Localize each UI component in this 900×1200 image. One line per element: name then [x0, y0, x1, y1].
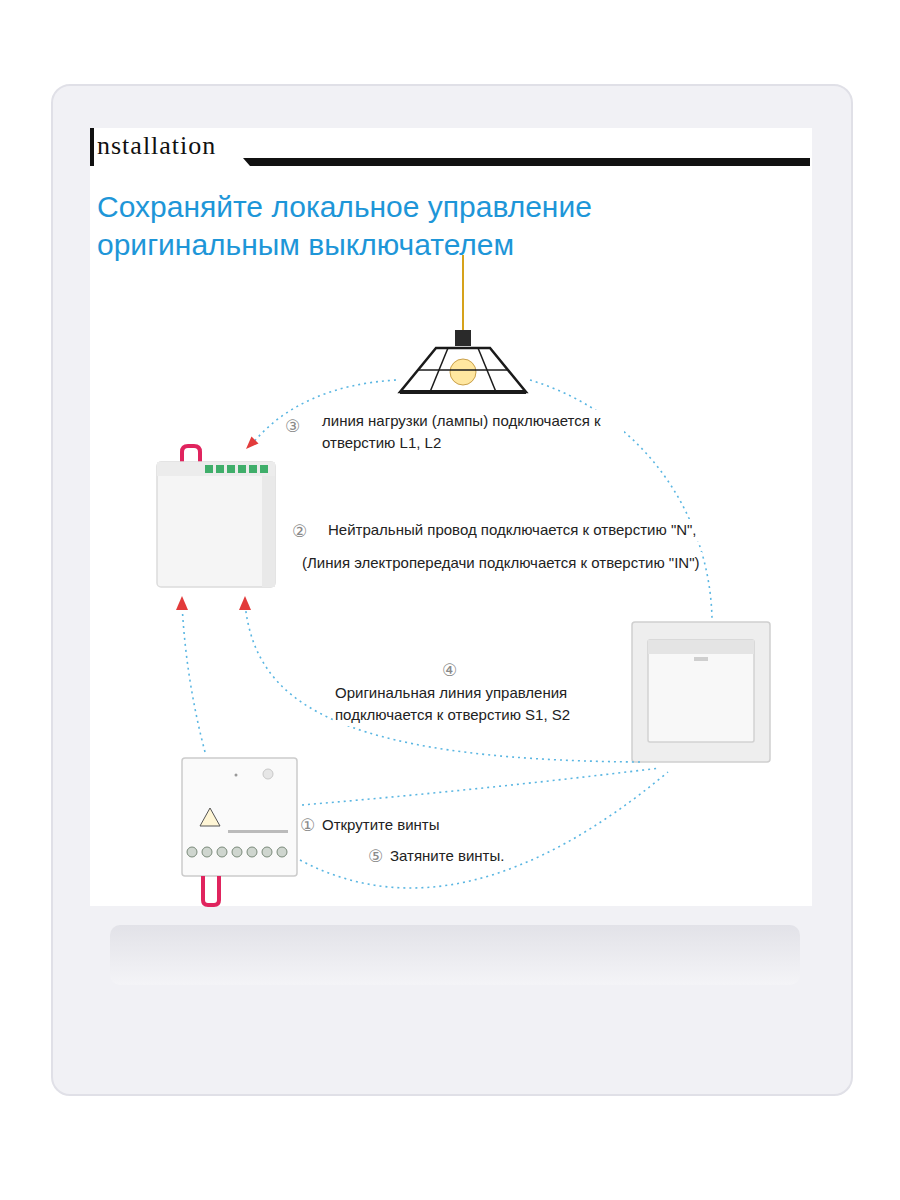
callout-number: ⑤ [366, 846, 385, 866]
header-rule-part [90, 128, 94, 166]
callout-number: ② [290, 521, 309, 541]
relay-module-bottom-part-part [217, 847, 227, 857]
relay-module-top-part [260, 465, 268, 473]
callout-number: ① [298, 815, 317, 835]
red-arrowheads-part [239, 596, 251, 610]
frame-part [52, 85, 852, 1095]
callout-number: ③ [283, 416, 302, 436]
relay-module-bottom-part [203, 876, 219, 905]
relay-module-bottom-part-part [232, 847, 242, 857]
relay-module-bottom-part-part [187, 847, 197, 857]
step-note: Нейтральный провод подключается к отверс… [326, 519, 699, 541]
relay-module-bottom-part [263, 769, 273, 779]
wall-switch-part [648, 640, 754, 742]
step-note: Затяните винты. [388, 845, 506, 867]
relay-module-bottom-part-part [262, 847, 272, 857]
wall-switch-part [694, 657, 708, 661]
relay-module-top-part [227, 465, 235, 473]
lamp-illustration-part [455, 330, 471, 346]
relay-module-bottom-part-part [202, 847, 212, 857]
wall-switch-part [648, 640, 754, 654]
header-rule-part [243, 158, 810, 166]
relay-module-top-part [238, 465, 246, 473]
step-note: (Линия электропередачи подключается к от… [300, 552, 702, 574]
relay-module-bottom-part-part [247, 847, 257, 857]
relay-module-bottom-part [187, 847, 287, 857]
page-title: Сохраняйте локальное управление оригинал… [95, 188, 689, 264]
dotted-guides [182, 380, 712, 888]
step-note: линия нагрузки (лампы) подключается к от… [320, 410, 624, 454]
wall-switch-part [632, 622, 770, 762]
section-header: nstallation [95, 131, 218, 161]
dotted-guides-part [245, 604, 640, 762]
lamp-illustration-part [418, 369, 508, 371]
relay-module-bottom-part [182, 758, 297, 876]
relay-module-bottom-part [228, 830, 288, 833]
lamp-illustration-part [462, 255, 464, 332]
header-rule [90, 128, 810, 166]
frame-part [110, 925, 800, 985]
dotted-guides-part [300, 772, 668, 888]
dotted-guides-part [302, 768, 660, 805]
step-note: Открутите винты [320, 814, 442, 836]
frame-part [90, 128, 812, 906]
lamp-illustration-part [450, 359, 476, 385]
relay-module-bottom-part-part [277, 847, 287, 857]
relay-module-top-part [262, 476, 275, 587]
lamp-illustration-part [400, 348, 526, 392]
callout-number: ④ [440, 660, 459, 680]
red-arrowheads-part [176, 596, 188, 610]
dotted-guides-part [182, 604, 205, 752]
frame [52, 85, 852, 1095]
red-arrowheads [176, 437, 259, 611]
relay-module-top-part [205, 465, 213, 473]
lamp-illustration-part [400, 390, 526, 394]
relay-module-top [157, 446, 275, 587]
lamp-illustration [400, 255, 526, 392]
relay-module-bottom-part [200, 808, 220, 826]
relay-module-top-part [249, 465, 257, 473]
red-arrowheads-part [246, 437, 259, 450]
relay-module-top-part [157, 462, 275, 476]
relay-module-top-part [157, 462, 275, 587]
wall-switch [632, 622, 770, 762]
relay-module-top-part [216, 465, 224, 473]
step-note: Оригинальная линия управления подключает… [333, 682, 627, 726]
relay-module-bottom-part [235, 774, 238, 777]
relay-module-bottom [182, 758, 297, 905]
